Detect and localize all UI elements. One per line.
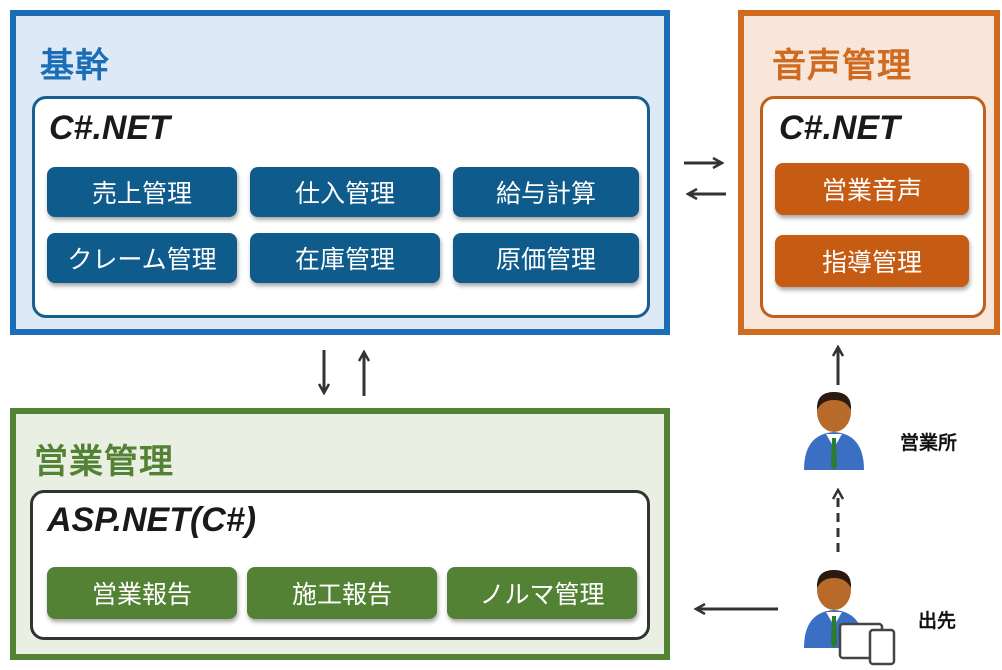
- module-claims: クレーム管理: [47, 233, 237, 283]
- voice-title: 音声管理: [772, 46, 912, 86]
- office-person-icon: [800, 390, 868, 472]
- kikan-title: 基幹: [40, 46, 110, 86]
- kikan-system-group: 基幹 C#.NET 売上管理 仕入管理 給与計算 クレーム管理 在庫管理 原価管…: [10, 10, 670, 335]
- module-purchasing: 仕入管理: [250, 167, 440, 217]
- voice-tech-label: C#.NET: [779, 109, 900, 147]
- field-person-icon: [800, 568, 900, 666]
- sales-system-group: 営業管理 ASP.NET(C#) 営業報告 施工報告 ノルマ管理: [10, 408, 670, 660]
- module-inventory: 在庫管理: [250, 233, 440, 283]
- office-label: 営業所: [900, 432, 958, 454]
- voice-system-group: 音声管理 C#.NET 営業音声 指導管理: [738, 10, 1000, 335]
- module-construction-report: 施工報告: [247, 567, 437, 619]
- module-coaching: 指導管理: [775, 235, 969, 287]
- sales-tech-label: ASP.NET(C#): [47, 501, 257, 539]
- kikan-tech-panel: C#.NET 売上管理 仕入管理 給与計算 クレーム管理 在庫管理 原価管理: [32, 96, 650, 318]
- module-sales-report: 営業報告: [47, 567, 237, 619]
- module-cost: 原価管理: [453, 233, 639, 283]
- voice-tech-panel: C#.NET 営業音声 指導管理: [760, 96, 986, 318]
- sales-tech-panel: ASP.NET(C#) 営業報告 施工報告 ノルマ管理: [30, 490, 650, 640]
- sales-title: 営業管理: [34, 442, 174, 482]
- module-sales: 売上管理: [47, 167, 237, 217]
- module-quota: ノルマ管理: [447, 567, 637, 619]
- field-label: 出先: [918, 610, 957, 632]
- module-sales-voice: 営業音声: [775, 163, 969, 215]
- module-payroll: 給与計算: [453, 167, 639, 217]
- kikan-tech-label: C#.NET: [49, 109, 170, 147]
